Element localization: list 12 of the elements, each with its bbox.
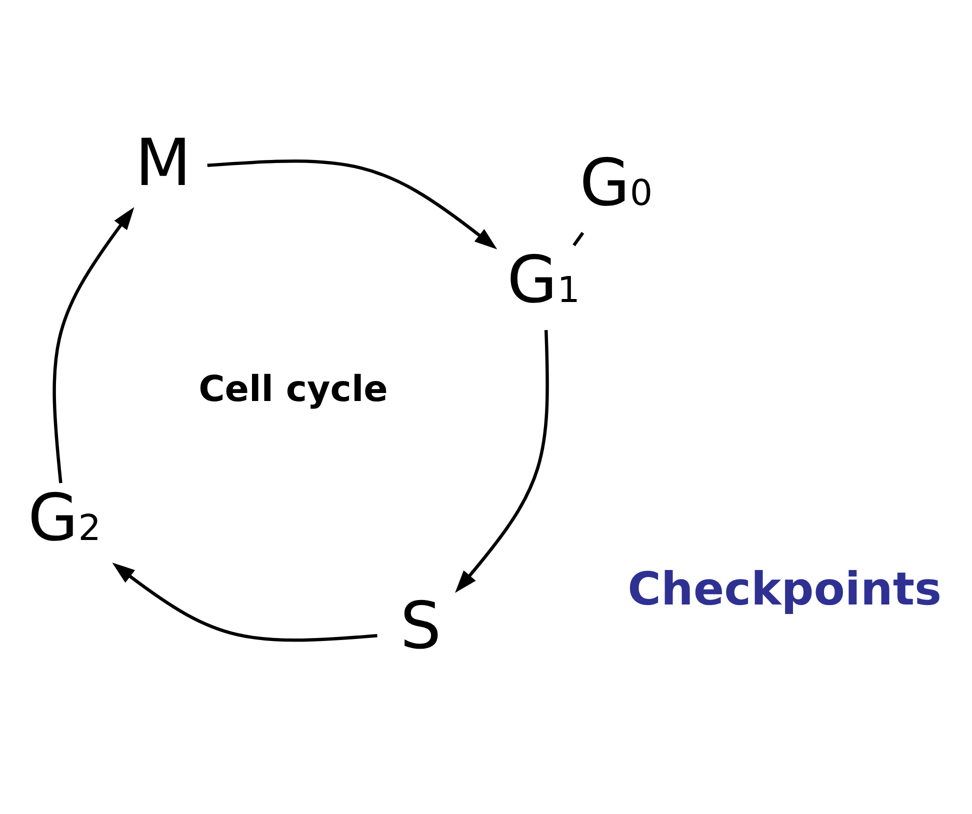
node-text: G0: [580, 146, 653, 221]
arrow: [207, 160, 498, 250]
arrow: [112, 562, 378, 642]
node-text: S: [400, 589, 442, 664]
label: Checkpoints: [628, 562, 942, 616]
node-text: G1: [506, 243, 580, 318]
arrow: [52, 207, 134, 484]
arrow: [455, 330, 549, 593]
connector: [572, 232, 584, 246]
node-text: M: [135, 126, 192, 201]
node-text: G2: [28, 481, 101, 556]
label: Cell cycle: [198, 368, 388, 410]
